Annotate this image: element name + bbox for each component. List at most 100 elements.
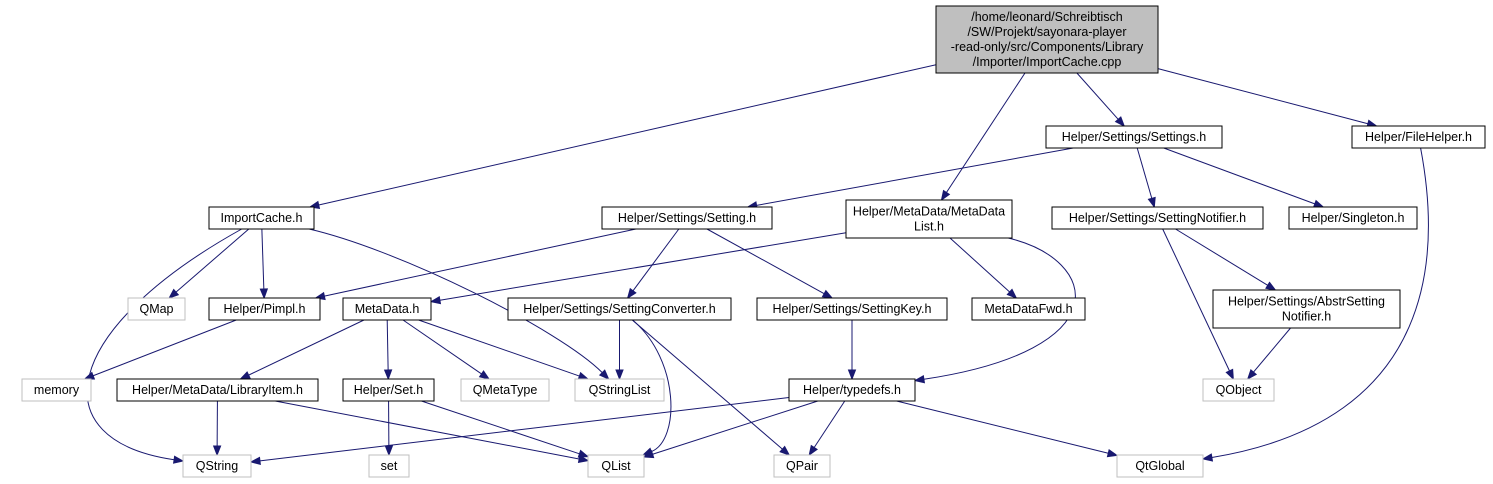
edge-line	[1163, 147, 1315, 205]
node-importcache-h[interactable]: ImportCache.h	[208, 206, 315, 230]
edge-line	[261, 228, 265, 290]
node-set: set	[368, 454, 410, 478]
node-settingconverter-h[interactable]: Helper/Settings/SettingConverter.h	[507, 297, 732, 321]
edge-root-to-settings_h	[1076, 72, 1126, 128]
arrowhead-icon	[429, 295, 442, 305]
edge-libraryitem_h-to-qstring	[212, 400, 222, 457]
node-box	[587, 454, 645, 478]
edge-line	[439, 232, 847, 301]
node-settings-h[interactable]: Helper/Settings/Settings.h	[1045, 125, 1223, 149]
node-box	[1202, 378, 1275, 402]
dependency-edges	[83, 64, 1429, 466]
edge-line	[275, 400, 580, 460]
node-qlist: QList	[587, 454, 645, 478]
node-box	[182, 454, 252, 478]
node-label: Helper/Settings/SettingKey.h	[773, 302, 932, 316]
arrowhead-icon	[1006, 288, 1018, 299]
arrowhead-icon	[642, 450, 655, 459]
edge-metadatalist_h-to-metadata_h	[429, 232, 847, 305]
edge-line	[652, 400, 818, 455]
node-typedefs-h[interactable]: Helper/typedefs.h	[788, 378, 916, 402]
node-label: Helper/Settings/SettingConverter.h	[523, 302, 716, 316]
node-label: MetaDataFwd.h	[984, 302, 1072, 316]
edge-line	[1136, 147, 1153, 199]
edge-metadata_h-to-qmetatype	[402, 319, 491, 380]
node-filehelper-h[interactable]: Helper/FileHelper.h	[1351, 125, 1486, 149]
arrowhead-icon	[779, 445, 791, 456]
node-settingkey-h[interactable]: Helper/Settings/SettingKey.h	[756, 297, 948, 321]
node-set-h[interactable]: Helper/Set.h	[342, 378, 435, 402]
node-setting-h[interactable]: Helper/Settings/Setting.h	[601, 206, 773, 230]
node-label: Helper/Settings/Setting.h	[618, 211, 756, 225]
edge-line	[756, 147, 1074, 206]
edge-line	[631, 319, 783, 450]
node-label: /home/leonard/Schreibtisch	[971, 10, 1123, 24]
node-singleton-h[interactable]: Helper/Singleton.h	[1288, 206, 1418, 230]
node-box	[1212, 289, 1401, 329]
arrowhead-icon	[212, 445, 222, 457]
node-box	[756, 297, 948, 321]
edge-abstrsettingnotifier_h-to-qobject	[1246, 327, 1291, 381]
edge-importcache_h-to-qstringlist	[308, 228, 610, 380]
edge-line	[421, 400, 580, 455]
arrowhead-icon	[1225, 368, 1234, 381]
edge-setting_h-to-settingconverter_h	[626, 228, 680, 300]
edge-metadata_h-to-set_h	[383, 319, 393, 381]
node-pimpl-h[interactable]: Helper/Pimpl.h	[208, 297, 321, 321]
arrowhead-icon	[1106, 449, 1119, 458]
edge-typedefs_h-to-qstring	[249, 397, 790, 466]
node-settingnotifier-h[interactable]: Helper/Settings/SettingNotifier.h	[1051, 206, 1264, 230]
file-nodes: /home/leonard/Schreibtisch/SW/Projekt/sa…	[21, 5, 1486, 478]
node-libraryitem-h[interactable]: Helper/MetaData/LibraryItem.h	[116, 378, 319, 402]
node-box	[368, 454, 410, 478]
arrowhead-icon	[168, 288, 180, 299]
edge-settingnotifier_h-to-abstrsettingnotifier_h	[1175, 228, 1277, 291]
node-qobject: QObject	[1202, 378, 1275, 402]
edge-setting_h-to-settingkey_h	[706, 228, 834, 299]
node-label: Notifier.h	[1282, 310, 1331, 324]
edge-settingnotifier_h-to-qobject	[1162, 228, 1234, 381]
edge-settingconverter_h-to-qpair	[631, 319, 791, 456]
arrowhead-icon	[913, 375, 926, 384]
arrowhead-icon	[821, 289, 834, 299]
edge-importcache_h-to-pimpl_h	[259, 228, 269, 300]
node-qtglobal: QtGlobal	[1116, 454, 1204, 478]
node-label: QStringList	[589, 383, 651, 397]
node-box	[1051, 206, 1264, 230]
edge-settingkey_h-to-typedefs_h	[847, 320, 857, 381]
node-label: /SW/Projekt/sayonara-player	[967, 25, 1126, 39]
edge-line	[632, 228, 680, 292]
node-qstring: QString	[182, 454, 252, 478]
arrowhead-icon	[626, 287, 637, 300]
node-root[interactable]: /home/leonard/Schreibtisch/SW/Projekt/sa…	[935, 5, 1159, 74]
node-metadatafwd-h[interactable]: MetaDataFwd.h	[971, 297, 1086, 321]
node-qstringlist: QStringList	[574, 378, 665, 402]
node-label: List.h	[914, 220, 944, 234]
edge-line	[1157, 68, 1369, 125]
arrowhead-icon	[478, 370, 491, 380]
node-box	[773, 454, 831, 478]
node-label: /Importer/ImportCache.cpp	[973, 55, 1122, 69]
edge-set_h-to-set	[384, 400, 394, 457]
node-box	[342, 297, 432, 321]
node-box	[971, 297, 1086, 321]
node-box	[208, 297, 321, 321]
node-qmetatype: QMetaType	[460, 378, 550, 402]
arrowhead-icon	[1201, 453, 1214, 462]
node-box	[1351, 125, 1486, 149]
edge-line	[949, 237, 1010, 293]
node-metadata-h[interactable]: MetaData.h	[342, 297, 432, 321]
node-label: QtGlobal	[1135, 459, 1184, 473]
arrowhead-icon	[577, 449, 590, 458]
edge-line	[324, 228, 637, 297]
node-memory: memory	[21, 378, 92, 402]
edge-typedefs_h-to-qtglobal	[896, 400, 1119, 458]
edge-line	[308, 228, 603, 373]
node-box	[208, 206, 315, 230]
arrowhead-icon	[615, 369, 624, 381]
edge-line	[946, 72, 1026, 193]
node-box	[1116, 454, 1204, 478]
arrowhead-icon	[940, 189, 951, 202]
